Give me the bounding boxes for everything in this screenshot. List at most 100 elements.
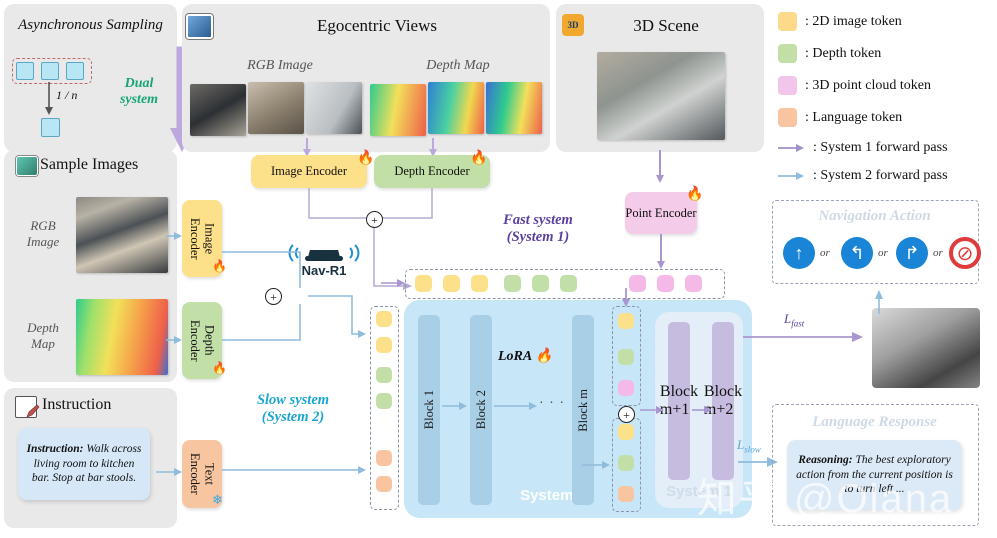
- block-m-plus-2: Block m+2: [704, 322, 742, 480]
- block-m-plus-1: Block m+1: [660, 322, 698, 480]
- depth-encoder-fire-icon: 🔥: [470, 151, 488, 166]
- depth-to-depth-encoder-arrow: [429, 138, 437, 157]
- egocentric-image-icon: [186, 14, 213, 39]
- depth-encoder-side-fire-icon: 🔥: [212, 361, 227, 375]
- legend-swatch-language-token: [778, 108, 797, 127]
- slow-system-label-line1: Slow system: [256, 392, 330, 408]
- egocentric-depth-frame-2: [428, 82, 484, 134]
- block-m-plus-2-label: Block m+2: [703, 383, 743, 418]
- text-encoder-snowflake-icon: ❄: [212, 492, 223, 507]
- image-encoder-side-label-a: Image: [202, 222, 217, 255]
- block-m1-to-m2-arrow: [692, 406, 712, 414]
- side-merge-plus-icon: +: [265, 288, 282, 305]
- point-encoder[interactable]: Point Encoder: [625, 192, 697, 234]
- block-2-label: Block 2: [473, 390, 488, 430]
- block-1-label: Block 1: [421, 390, 436, 430]
- language-response-panel: [772, 404, 979, 526]
- legend-item-3: : Language token: [778, 104, 993, 131]
- sample-rgb-label: RGB Image: [14, 218, 72, 249]
- action-turn-right-icon[interactable]: ↱: [896, 237, 928, 269]
- block-1: Block 1: [418, 315, 440, 505]
- legend-item-0: : 2D image token: [778, 8, 993, 35]
- robot-image: [872, 308, 980, 388]
- sample-rate-label: 1 / n: [56, 88, 78, 102]
- instruction-title: Instruction: [42, 396, 112, 413]
- legend-swatch-depth-token: [778, 44, 797, 63]
- egocentric-rgb-frame-3: [306, 82, 362, 134]
- token-depth-3: [560, 275, 577, 292]
- token-depth-2: [532, 275, 549, 292]
- depth-encoder-top-label: Depth Encoder: [394, 164, 470, 179]
- egocentric-rgb-label: RGB Image: [247, 58, 313, 73]
- legend-swatch-pointcloud-token: [778, 76, 797, 95]
- token-2d-image-2: [443, 275, 460, 292]
- sample-frame-3: [66, 62, 84, 80]
- system-2-watermark: System 2: [520, 487, 586, 504]
- note-edit-icon-pencil: [26, 404, 40, 418]
- sample-depth-label-a: Depth: [27, 320, 59, 335]
- s2-input-token-depth-1: [376, 367, 392, 383]
- blockm-to-s1-tokens-arrow: [582, 461, 610, 469]
- legend-panel: : 2D image token : Depth token : 3D poin…: [778, 8, 993, 186]
- sample-frames-group: [12, 58, 92, 84]
- reasoning-bold-label: Reasoning:: [798, 453, 853, 466]
- image-encoder-side-fire-icon: 🔥: [212, 259, 227, 273]
- scene-to-point-encoder-arrow: [656, 150, 664, 183]
- sample-frame-2: [41, 62, 59, 80]
- image-encoder-side[interactable]: Image Encoder: [182, 200, 222, 277]
- fast-system-label: Fast system (System 1): [468, 212, 608, 247]
- action-stop-icon[interactable]: ⊘: [949, 237, 981, 269]
- block-m: Block m: [572, 315, 594, 505]
- s2-input-token-image-1: [376, 311, 392, 327]
- legend-label-2d-image-token: : 2D image token: [805, 13, 902, 29]
- scene-3d-image: [597, 52, 725, 140]
- block-2-to-m-arrow: [494, 402, 537, 410]
- depth-encoder-top[interactable]: Depth Encoder: [374, 155, 490, 188]
- action-turn-left-icon[interactable]: ↰: [841, 237, 873, 269]
- image-encoder-top[interactable]: Image Encoder: [251, 155, 367, 188]
- blocks-ellipsis: · · ·: [539, 396, 565, 411]
- navigation-action-title: Navigation Action: [818, 208, 931, 224]
- fast-system-label-line1: Fast system: [503, 212, 573, 228]
- action-or-1: or: [820, 247, 830, 259]
- l-fast-label: Lfast: [784, 311, 804, 329]
- nav-r1-label: Nav-R1: [301, 263, 347, 278]
- depth-encoder-side[interactable]: Depth Encoder: [182, 302, 222, 379]
- s2-input-token-image-2: [376, 337, 392, 353]
- scene-3d-title: 3D Scene: [633, 16, 699, 35]
- image-encoder-fire-icon: 🔥: [357, 151, 375, 166]
- dual-system-label: Dual system: [104, 76, 174, 108]
- token-pointcloud-1: [629, 275, 646, 292]
- point-encoder-fire-icon: 🔥: [686, 187, 704, 202]
- rgb-to-image-encoder-arrow: [303, 138, 311, 157]
- depth-encoder-side-label: Depth Encoder: [188, 320, 217, 362]
- egocentric-rgb-frame-2: [248, 82, 304, 134]
- nav-r1-badge: Nav-R1: [288, 238, 360, 278]
- egocentric-depth-frame-1: [370, 84, 426, 136]
- input-token-row-group: [405, 269, 725, 299]
- point-encoder-label: Point Encoder: [625, 205, 697, 220]
- legend-arrow-system2-icon: [778, 172, 804, 180]
- image-encoder-top-label: Image Encoder: [270, 164, 347, 179]
- legend-label-system1-pass: : System 1 forward pass: [813, 140, 948, 155]
- s1-token-lang: [618, 486, 634, 502]
- depth-encoder-side-label-a: Depth: [202, 325, 217, 356]
- egocentric-rgb-frame-1: [190, 84, 246, 136]
- token-pointcloud-2: [657, 275, 674, 292]
- text-encoder-side[interactable]: Text Encoder: [182, 440, 222, 508]
- s2-input-token-lang-2: [376, 476, 392, 492]
- s2-input-token-depth-2: [376, 393, 392, 409]
- token-pointcloud-3: [685, 275, 702, 292]
- text-encoder-side-label-b: Encoder: [188, 453, 202, 495]
- sample-depth-label: Depth Map: [14, 320, 72, 351]
- action-forward-icon[interactable]: ↑: [783, 237, 815, 269]
- legend-item-5: : System 2 forward pass: [778, 163, 993, 189]
- navigation-action-panel: [772, 200, 979, 284]
- image-encoder-side-label-b: Encoder: [188, 217, 202, 260]
- legend-arrow-system1-icon: [778, 144, 804, 152]
- l-fast-subscript: fast: [791, 318, 805, 329]
- l-fast-symbol: L: [784, 311, 792, 326]
- s1-token-pointcloud: [618, 380, 634, 396]
- legend-item-2: : 3D point cloud token: [778, 72, 993, 99]
- l-slow-subscript: slow: [744, 444, 761, 455]
